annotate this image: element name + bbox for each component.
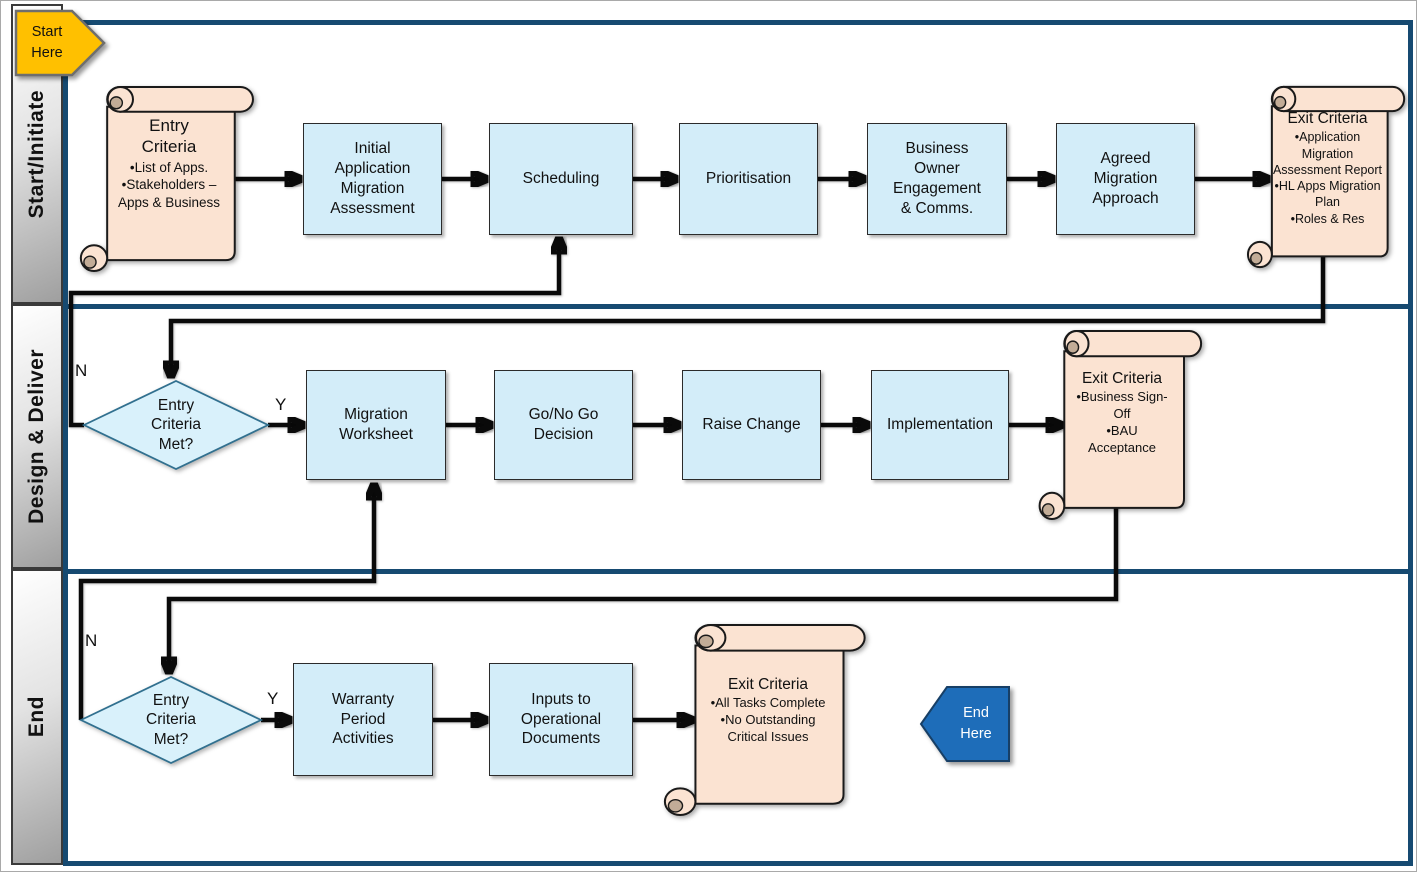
exit-criteria-scroll-3: Exit Criteria All Tasks Complete No Outs… xyxy=(679,623,867,817)
step-label: Raise Change xyxy=(702,416,801,434)
exit-criteria-text: Exit Criteria Business Sign-Off BAU Acce… xyxy=(1059,329,1185,457)
decision-label: Entry Criteria Met? xyxy=(146,691,196,748)
scroll-bullet: Roles & Res xyxy=(1272,211,1384,227)
decision-label: Entry Criteria Met? xyxy=(151,396,201,453)
scroll-bullet: Application Migration Assessment Report xyxy=(1272,129,1384,178)
scroll-title: Exit Criteria xyxy=(1287,110,1368,127)
step-label: Warranty Period Activities xyxy=(331,690,395,748)
end-here-badge: End Here xyxy=(919,685,1011,763)
decision-entry-criteria-met-1: Entry Criteria Met? xyxy=(81,379,271,471)
lane-label-text: Start/Initiate xyxy=(25,89,48,219)
step-prioritisation: Prioritisation xyxy=(679,123,818,235)
scroll-title: Exit Criteria xyxy=(727,676,809,693)
decision2-yes-label: Y xyxy=(267,689,279,708)
exit-criteria-scroll-2: Exit Criteria Business Sign-Off BAU Acce… xyxy=(1051,329,1203,521)
step-business-owner-engagement-comms: Business Owner Engagement & Comms. xyxy=(867,123,1007,235)
step-scheduling: Scheduling xyxy=(489,123,633,235)
step-label: Business Owner Engagement & Comms. xyxy=(893,140,981,217)
end-arrow-shape xyxy=(919,686,1010,762)
lane-label-text: Design & Deliver xyxy=(25,349,48,524)
scroll-bullet: BAU Acceptance xyxy=(1072,423,1172,457)
step-label: Prioritisation xyxy=(705,170,792,188)
step-label: Go/No Go Decision xyxy=(528,406,599,443)
start-here-badge: Start Here xyxy=(14,9,106,77)
scroll-bullet: HL Apps Migration Plan xyxy=(1272,178,1384,211)
entry-criteria-scroll: Entry Criteria List of Apps. Stakeholder… xyxy=(93,85,255,273)
step-label: Initial Application Migration Assessment xyxy=(330,140,415,217)
step-inputs-to-operational-documents: Inputs to Operational Documents xyxy=(489,663,633,776)
decision1-yes-label: Y xyxy=(275,395,287,414)
step-label: Inputs to Operational Documents xyxy=(520,690,602,748)
entry-criteria-text: Entry Criteria List of Apps. Stakeholder… xyxy=(101,85,237,211)
exit-criteria-text: Exit Criteria Application Migration Asse… xyxy=(1267,85,1388,227)
step-label: Agreed Migration Approach xyxy=(1092,150,1159,207)
decision2-no-label: N xyxy=(85,631,98,650)
decision-entry-criteria-met-2: Entry Criteria Met? xyxy=(78,675,264,765)
lane-label-end: End xyxy=(11,569,63,865)
step-raise-change: Raise Change xyxy=(682,370,821,480)
scroll-bullet: All Tasks Complete xyxy=(701,695,835,712)
scroll-title: Exit Criteria xyxy=(1081,370,1163,387)
step-migration-worksheet: Migration Worksheet xyxy=(306,370,446,480)
lane-label-design-deliver: Design & Deliver xyxy=(11,304,63,569)
step-label: Migration Worksheet xyxy=(339,406,413,443)
exit-criteria-text: Exit Criteria All Tasks Complete No Outs… xyxy=(687,623,849,746)
step-implementation: Implementation xyxy=(871,370,1009,480)
step-label: Scheduling xyxy=(522,170,600,188)
lane-label-text: End xyxy=(25,696,48,738)
scroll-bullet: Stakeholders – Apps & Business xyxy=(105,176,233,211)
decision1-no-label: N xyxy=(75,361,88,380)
step-agreed-migration-approach: Agreed Migration Approach xyxy=(1056,123,1195,235)
step-initial-application-migration-assessment: Initial Application Migration Assessment xyxy=(303,123,442,235)
end-here-label: End Here xyxy=(960,704,992,742)
step-warranty-period-activities: Warranty Period Activities xyxy=(293,663,433,776)
scroll-bullet: List of Apps. xyxy=(105,159,233,177)
start-here-label: Start Here xyxy=(31,23,63,61)
step-label: Implementation xyxy=(887,416,993,434)
start-arrow-shape xyxy=(14,9,106,77)
step-go-no-go-decision: Go/No Go Decision xyxy=(494,370,633,480)
scroll-bullet: Business Sign-Off xyxy=(1072,389,1172,423)
scroll-bullet: No Outstanding Critical Issues xyxy=(701,712,835,746)
exit-criteria-scroll-1: Exit Criteria Application Migration Asse… xyxy=(1259,85,1406,269)
scroll-title: Entry Criteria xyxy=(141,116,197,157)
